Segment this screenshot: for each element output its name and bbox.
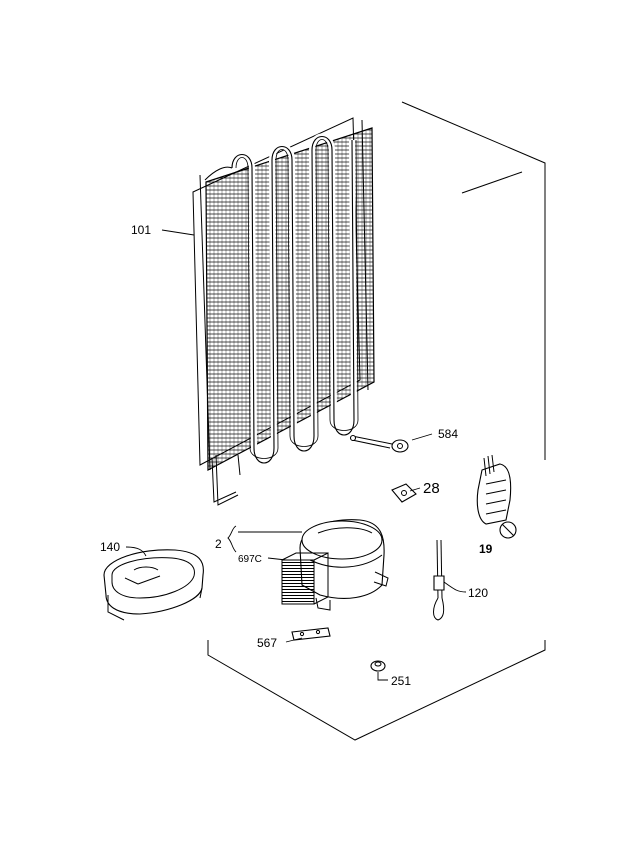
callout-101: 101: [131, 223, 151, 237]
part-567-bracket: [291, 627, 331, 641]
compressor: [281, 519, 389, 611]
callout-584: 584: [438, 427, 458, 441]
part-584-sensor: [349, 434, 409, 453]
callout-140: 140: [100, 540, 120, 554]
callout-697c: 697C: [238, 554, 262, 565]
part-120-tube: [433, 539, 445, 621]
cabinet-outline: [207, 101, 546, 741]
leader-lines: [125, 229, 467, 681]
condenser-101: [192, 117, 375, 506]
callout-2: 2: [215, 537, 222, 551]
part-19-relay: [476, 454, 517, 539]
part-140-drip-tray: [103, 549, 204, 621]
callout-567: 567: [257, 636, 277, 650]
callout-labels: 101 584 28 19 2 697C 140 120 567 251: [100, 223, 493, 688]
callout-120: 120: [468, 586, 488, 600]
callout-19: 19: [479, 542, 493, 556]
part-28-clip: [391, 483, 417, 503]
callout-251: 251: [391, 674, 411, 688]
part-251-grommet: [370, 660, 386, 672]
callout-28: 28: [423, 480, 440, 497]
